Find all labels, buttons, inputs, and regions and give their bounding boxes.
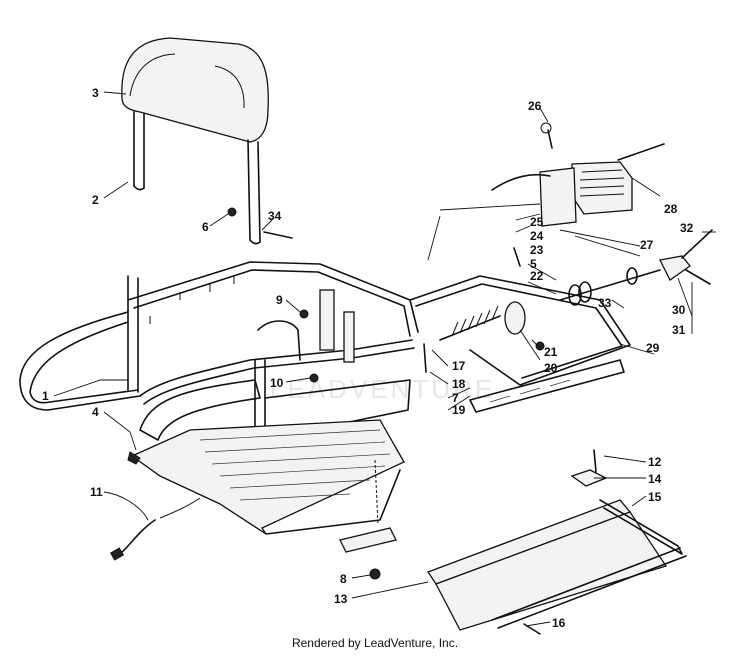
callout-30: 30 — [672, 303, 686, 317]
callout-4: 4 — [92, 405, 99, 419]
callout-28: 28 — [664, 202, 678, 216]
callout-34: 34 — [268, 209, 282, 223]
callout-10: 10 — [270, 376, 284, 390]
callout-23: 23 — [530, 243, 544, 257]
callout-18: 18 — [452, 377, 466, 391]
watermark: LEADVENTURE — [270, 374, 495, 404]
callout-21: 21 — [544, 345, 558, 359]
callout-19: 19 — [452, 403, 466, 417]
callout-7: 7 — [452, 391, 459, 405]
callout-15: 15 — [648, 490, 662, 504]
floor-pan — [127, 419, 405, 535]
callout-13: 13 — [334, 592, 348, 606]
callout-2: 2 — [92, 193, 99, 207]
callout-3: 3 — [92, 86, 99, 100]
callout-31: 31 — [672, 323, 686, 337]
callout-labels: 1 2 3 4 5 6 7 8 9 10 11 12 13 14 15 16 1… — [42, 86, 694, 630]
wire-harness — [109, 497, 201, 561]
callout-8: 8 — [340, 572, 347, 586]
callout-1: 1 — [42, 389, 49, 403]
leader-lines — [53, 91, 716, 627]
callout-27: 27 — [640, 238, 654, 252]
callout-9: 9 — [276, 293, 283, 307]
callout-33: 33 — [598, 296, 612, 310]
callout-11: 11 — [90, 485, 103, 499]
spring-shaft-assembly — [423, 229, 713, 373]
side-rail-frame — [409, 275, 631, 413]
callout-26: 26 — [528, 99, 542, 113]
fasteners — [227, 207, 545, 383]
callout-32: 32 — [680, 221, 694, 235]
callout-5: 5 — [530, 257, 537, 271]
callout-29: 29 — [646, 341, 660, 355]
chain-and-bracket — [339, 459, 397, 580]
callout-17: 17 — [452, 359, 466, 373]
callout-24: 24 — [530, 229, 544, 243]
footer-credit: Rendered by LeadVenture, Inc. — [291, 636, 459, 650]
callout-20: 20 — [544, 361, 558, 375]
tail-light-assembly — [491, 122, 665, 227]
callout-14: 14 — [648, 472, 662, 486]
backrest-assembly — [121, 37, 269, 245]
callout-16: 16 — [552, 616, 566, 630]
rear-bumper-assembly — [427, 449, 687, 635]
callout-25: 25 — [530, 215, 544, 229]
rear-rack-frame — [19, 261, 419, 441]
callout-6: 6 — [202, 220, 209, 234]
callout-12: 12 — [648, 455, 662, 469]
callout-22: 22 — [530, 269, 544, 283]
